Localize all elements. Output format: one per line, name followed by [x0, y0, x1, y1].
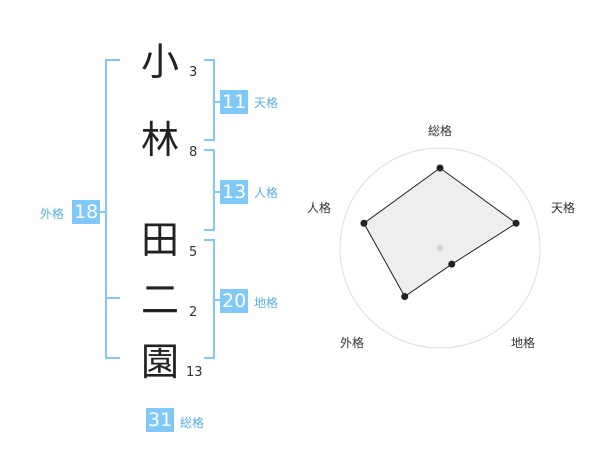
name-char-5: 園 [140, 340, 179, 384]
radar-axis-label-gaikaku: 外格 [340, 336, 365, 350]
radar-point-1 [436, 164, 444, 172]
chikaku-value: 20 [220, 289, 249, 313]
tenkaku-value: 11 [220, 90, 249, 114]
stroke-count-1: 3 [189, 65, 198, 80]
jinkaku-bracket [204, 149, 215, 231]
radar-point-5 [360, 219, 368, 227]
radar-point-2 [512, 219, 520, 227]
radar-point-3 [448, 260, 456, 268]
jinkaku-value: 13 [220, 180, 249, 204]
tenkaku-label: 天格 [254, 96, 279, 110]
tenkaku-bracket [204, 59, 215, 141]
jinkaku-label: 人格 [254, 186, 279, 200]
radar-axis-label-tenkaku: 天格 [551, 201, 576, 215]
gaikaku-bracket [105, 59, 120, 359]
gaikaku-label: 外格 [40, 207, 65, 221]
name-char-2: 林 [140, 118, 179, 162]
gaikaku-value: 18 [72, 200, 101, 224]
radar-center [437, 245, 443, 251]
soukaku-label: 総格 [180, 416, 205, 430]
stroke-count-4: 2 [189, 305, 198, 320]
soukaku-value: 31 [146, 408, 175, 432]
stroke-count-2: 8 [189, 145, 198, 160]
radar-axis-label-soukaku: 総格 [428, 124, 453, 138]
stroke-count-5: 13 [186, 365, 203, 380]
radar-point-4 [401, 293, 409, 301]
chikaku-label: 地格 [254, 296, 279, 310]
radar-polygon [363, 167, 517, 298]
name-char-3: 田 [140, 218, 179, 262]
radar-axis-label-chikaku: 地格 [511, 336, 536, 350]
radar-points [360, 164, 520, 301]
name-char-4: 二 [140, 278, 179, 322]
radar-axis-label-jinkaku: 人格 [307, 201, 332, 215]
stroke-count-3: 5 [189, 245, 198, 260]
name-char-1: 小 [140, 40, 179, 84]
